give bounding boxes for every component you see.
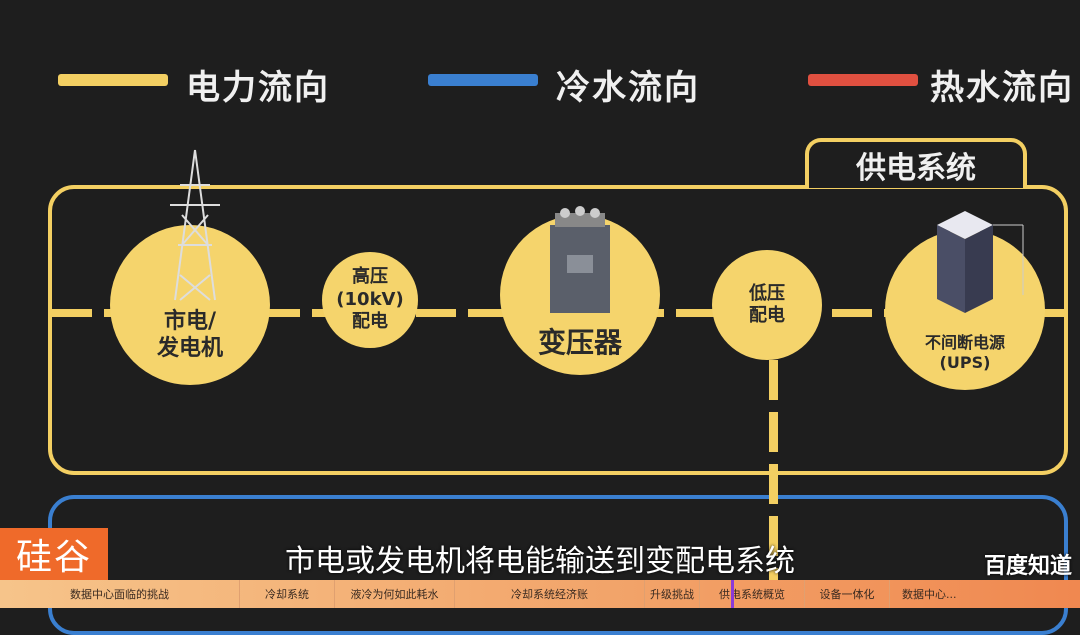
legend-power-label: 电力流向 [186, 68, 330, 108]
power-line-vertical [769, 360, 778, 608]
chapter-item[interactable]: 设备一体化 [805, 580, 890, 608]
section-title: 供电系统 [805, 138, 1027, 188]
watermark: 百度知道 [983, 554, 1072, 579]
chapter-nav: 数据中心面临的挑战 冷却系统 液冷为何如此耗水 冷却系统经济账 升级挑战 供电系… [0, 580, 1080, 608]
chapter-item[interactable]: 冷却系统经济账 [455, 580, 645, 608]
chapter-item[interactable]: 数据中心... [902, 588, 957, 601]
server-rack-icon [937, 211, 1024, 313]
legend-cold-label: 冷水流向 [556, 68, 700, 108]
chapter-item[interactable]: 液冷为何如此耗水 [335, 580, 455, 608]
legend-hot-swatch [808, 74, 918, 86]
chapter-item[interactable]: 数据中心面临的挑战 [0, 580, 240, 608]
chapter-item[interactable]: 冷却系统 [240, 580, 335, 608]
node-low-voltage: 低压 配电 [712, 250, 822, 360]
transformer-icon [550, 206, 610, 313]
subtitle: 市电或发电机将电能输送到变配电系统 [285, 544, 795, 579]
chapter-item[interactable]: 供电系统概览 [700, 580, 805, 608]
node-grid-generator: 市电/ 发电机 [110, 225, 270, 385]
chapter-item[interactable]: 升级挑战 [645, 580, 700, 608]
playhead-marker[interactable] [731, 580, 734, 608]
legend-cold-swatch [428, 74, 538, 86]
legend-power-swatch [58, 74, 168, 86]
node-high-voltage: 高压 (10kV) 配电 [322, 252, 418, 348]
channel-logo: 硅谷 [0, 528, 108, 580]
power-tower-icon [170, 149, 220, 301]
power-system-frame [48, 185, 1068, 475]
legend-hot-label: 热水流向 [930, 68, 1074, 108]
